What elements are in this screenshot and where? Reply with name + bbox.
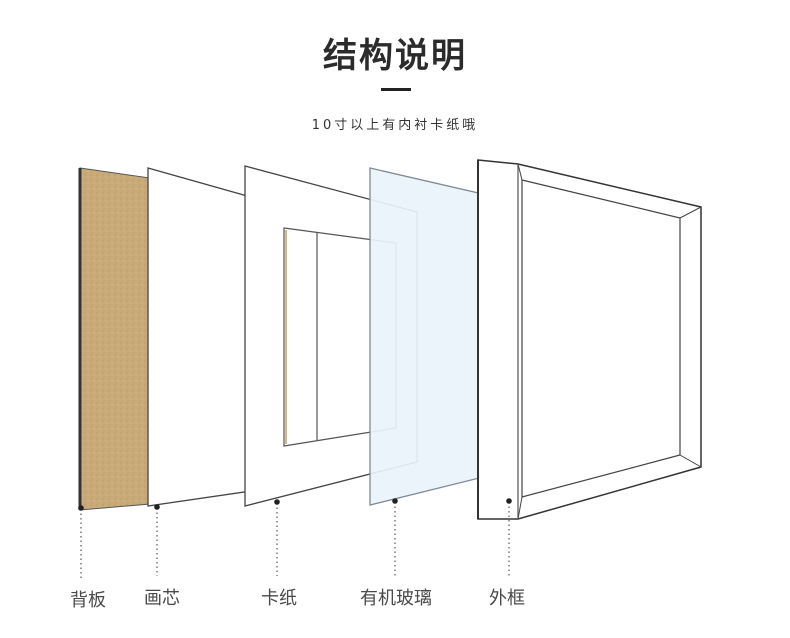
label-outer-frame: 外框 bbox=[489, 588, 525, 609]
title-underline bbox=[381, 88, 411, 91]
label-acrylic-glass: 有机玻璃 bbox=[360, 588, 432, 609]
page-title: 结构说明 bbox=[323, 36, 467, 76]
callout-dots bbox=[78, 498, 512, 511]
backboard-layer bbox=[78, 167, 151, 511]
label-backboard: 背板 bbox=[70, 590, 106, 611]
callout-leaders bbox=[80, 502, 510, 578]
outer-frame-layer bbox=[477, 159, 702, 520]
label-mat-board: 卡纸 bbox=[261, 588, 297, 609]
page-subtitle: 10寸以上有内衬卡纸哦 bbox=[311, 118, 479, 133]
label-picture-core: 画芯 bbox=[144, 588, 180, 609]
